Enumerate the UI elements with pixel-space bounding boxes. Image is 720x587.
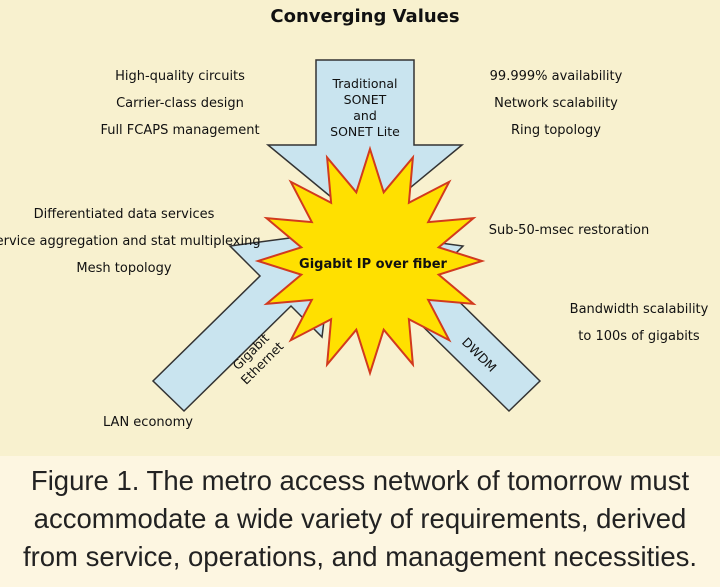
note-service-aggregation: Service aggregation and stat multiplexin…: [0, 234, 261, 249]
gigabit-ip-burst: [254, 145, 486, 377]
note-lan-economy: LAN economy: [103, 415, 193, 430]
note-bandwidth-scalability: Bandwidth scalability: [570, 302, 709, 317]
sonet-label-line-1: Traditional: [331, 76, 397, 91]
diagram-title: Converging Values: [270, 6, 459, 27]
note-high-quality-circuits: High-quality circuits: [115, 69, 245, 84]
note-ring-topology: Ring topology: [511, 123, 601, 138]
note-full-fcaps-management: Full FCAPS management: [100, 123, 259, 138]
note-sub-50-msec-restoration: Sub-50-msec restoration: [489, 223, 649, 238]
gigabit-ethernet-arrow: [151, 231, 336, 413]
caption-line-1: Figure 1. The metro access network of to…: [30, 465, 690, 496]
caption-line-2: accommodate a wide variety of requiremen…: [33, 503, 687, 534]
note-100s-of-gigabits: to 100s of gigabits: [578, 329, 700, 344]
note-availability: 99.999% availability: [490, 69, 623, 84]
sonet-label-line-3: and: [353, 108, 377, 123]
note-differentiated-data-services: Differentiated data services: [34, 207, 215, 222]
sonet-label-line-2: SONET: [344, 92, 387, 107]
caption-line-3: from service, operations, and management…: [22, 541, 698, 572]
note-network-scalability: Network scalability: [494, 96, 618, 111]
note-mesh-topology: Mesh topology: [76, 261, 171, 276]
note-carrier-class-design: Carrier-class design: [116, 96, 244, 111]
caption-area: [0, 456, 720, 587]
sonet-arrow: [265, 59, 465, 226]
gigabit-ip-label: Gigabit IP over fiber: [299, 257, 448, 272]
sonet-label-line-4: SONET Lite: [330, 124, 400, 139]
figure-caption: Figure 1. The metro access network of to…: [0, 462, 720, 576]
converging-values-diagram: Converging Values Traditional SONET and …: [0, 0, 720, 456]
